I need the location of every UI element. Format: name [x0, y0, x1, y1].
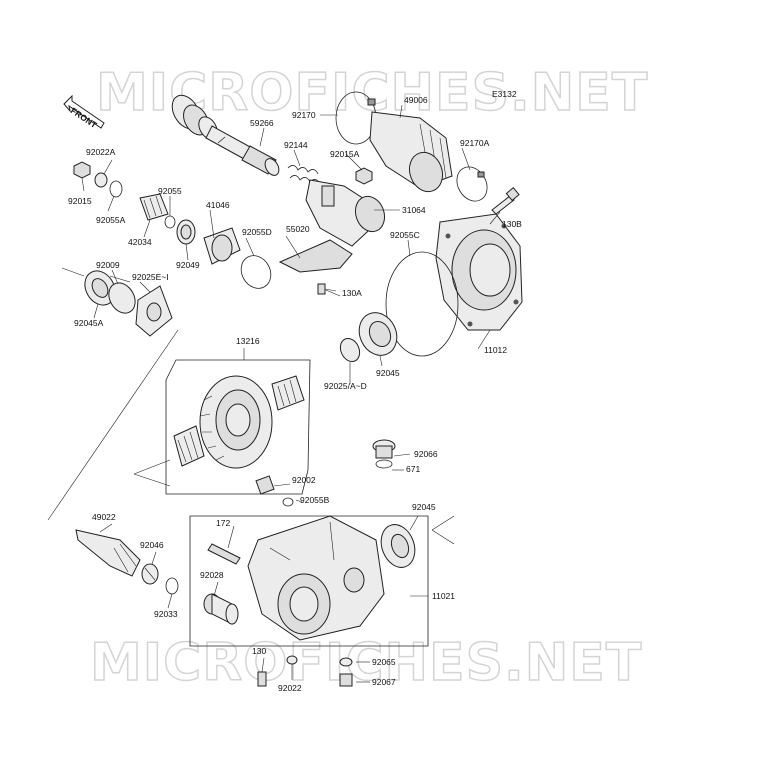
bearing-92046 — [141, 563, 159, 585]
label-11012: 11012 — [484, 345, 507, 355]
label-31064: 31064 — [402, 205, 426, 215]
seal-92009 — [108, 282, 136, 314]
label-42034: 42034 — [128, 237, 152, 247]
stud-172 — [207, 543, 241, 565]
label-671: 671 — [406, 464, 420, 474]
label-92028: 92028 — [200, 570, 224, 580]
gear-42034 — [139, 193, 169, 221]
label-92033: 92033 — [154, 609, 178, 619]
oring-92055C — [385, 251, 459, 357]
label-92045-upper: 92045 — [376, 368, 400, 378]
label-92066: 92066 — [414, 449, 438, 459]
diagram-code: E3132 — [492, 89, 517, 99]
label-41046: 41046 — [206, 200, 230, 210]
label-92170A: 92170A — [460, 138, 490, 148]
label-92045-lower: 92045 — [412, 502, 436, 512]
cv-joint-shaft — [171, 94, 280, 176]
label-92025E: 92025E~I — [132, 272, 169, 282]
oring-92055A — [109, 180, 123, 198]
guard-55020 — [278, 239, 353, 273]
pinion-gear — [173, 425, 205, 467]
oring-92055B — [282, 497, 294, 507]
label-92022: 92022 — [278, 683, 302, 693]
ring-gear-13216 — [199, 375, 273, 469]
label-49022: 49022 — [92, 512, 116, 522]
plug-92066 — [372, 439, 396, 459]
label-11021: 11021 — [432, 591, 455, 601]
leader-lines — [81, 104, 501, 683]
label-92055: 92055 — [158, 186, 182, 196]
label-172: 172 — [216, 518, 230, 528]
label-92015: 92015 — [68, 196, 92, 206]
housing-11021 — [247, 515, 385, 641]
bolt-130B — [491, 187, 520, 215]
label-92055A: 92055A — [96, 215, 126, 225]
plug-92067 — [339, 673, 353, 687]
gearset-frame — [165, 359, 311, 495]
ring-92033 — [165, 577, 179, 595]
label-92045A: 92045A — [74, 318, 104, 328]
boot-49006 — [369, 111, 453, 193]
part-labels: 92170 49006 59266 92144 92015A 92170A 92… — [68, 95, 522, 693]
spring-92144 — [287, 165, 321, 185]
label-49006: 49006 — [404, 95, 428, 105]
oring-92055D — [240, 255, 272, 289]
bolt-130 — [257, 671, 267, 687]
shim-92025 — [339, 337, 361, 363]
bearing-92045-lower — [380, 524, 416, 568]
label-92049: 92049 — [176, 260, 200, 270]
plate-92025E — [135, 285, 173, 337]
label-130A: 130A — [342, 288, 362, 298]
washer-92022 — [286, 655, 298, 665]
label-92170: 92170 — [292, 110, 316, 120]
label-92046: 92046 — [140, 540, 164, 550]
bearing-92045A — [84, 270, 116, 306]
bearing-92045-upper — [358, 312, 398, 356]
bearing-92049 — [176, 219, 196, 245]
label-92055B: 92055B — [300, 495, 330, 505]
label-130B: 130B — [502, 219, 522, 229]
watermark-bottom: MICROFICHES.NET — [90, 633, 642, 693]
label-92022A: 92022A — [86, 147, 116, 157]
washer-92065 — [339, 657, 353, 667]
label-55020: 55020 — [286, 224, 310, 234]
label-92025AD: 92025/A~D — [324, 381, 367, 391]
label-92055D: 92055D — [242, 227, 272, 237]
sleeve-31064 — [305, 179, 386, 247]
nut-92015 — [73, 161, 91, 179]
label-92067: 92067 — [372, 677, 396, 687]
spline-sleeve — [271, 375, 305, 411]
label-92144: 92144 — [284, 140, 308, 150]
holder-41046 — [203, 227, 241, 265]
label-130: 130 — [252, 646, 266, 656]
clamp-92170A — [456, 166, 488, 202]
washer-92022A — [94, 172, 108, 188]
pinion-shaft-49022 — [75, 529, 141, 577]
bolt-130A — [317, 283, 337, 295]
label-92009: 92009 — [96, 260, 120, 270]
housing-frame — [189, 515, 429, 647]
label-59266: 59266 — [250, 118, 274, 128]
oring-92055 — [164, 215, 176, 229]
nut-92015A — [355, 167, 373, 185]
label-13216: 13216 — [236, 336, 260, 346]
gasket-671 — [375, 459, 393, 469]
fitting-92002 — [255, 475, 275, 495]
label-92055C: 92055C — [390, 230, 420, 240]
label-92065: 92065 — [372, 657, 396, 667]
label-92002: 92002 — [292, 475, 316, 485]
label-92015A: 92015A — [330, 149, 360, 159]
cover-11012 — [435, 213, 523, 331]
collar-92028 — [203, 593, 239, 625]
